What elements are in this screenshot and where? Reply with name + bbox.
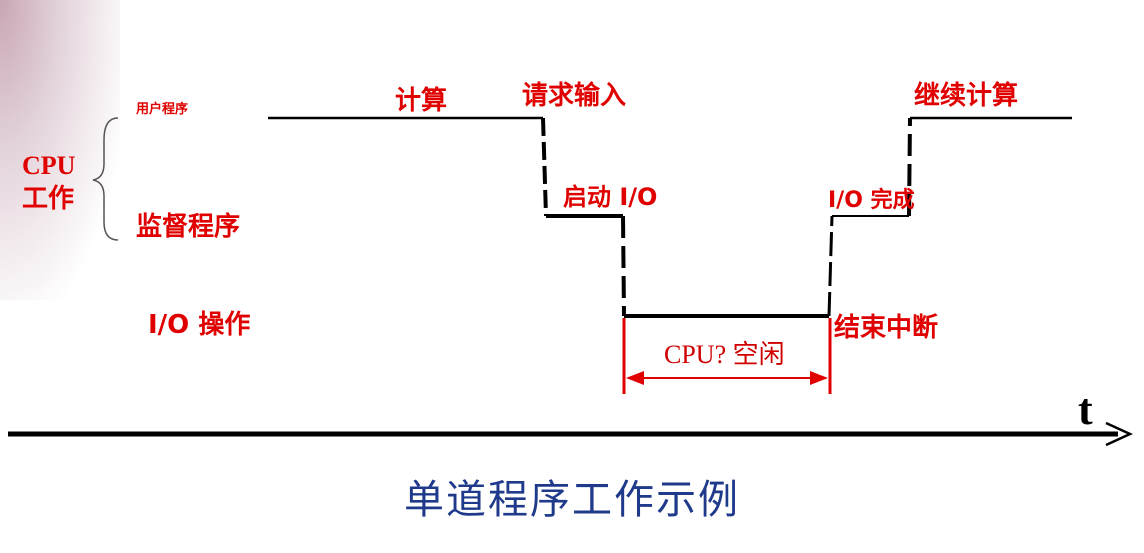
idle-arrow-head-left xyxy=(626,371,644,385)
label-cpu: CPU xyxy=(22,151,76,180)
label-supervisor-program: 监督程序 xyxy=(136,212,241,242)
label-io-operation: I/O 操作 xyxy=(148,310,251,340)
idle-arrow-head-right xyxy=(810,371,828,385)
label-request-input: 请求输入 xyxy=(522,81,627,111)
time-axis-arrowhead xyxy=(1105,421,1134,447)
label-io-complete: I/O 完成 xyxy=(828,188,915,213)
label-work: 工作 xyxy=(22,184,75,214)
state-line-rise-2 xyxy=(907,117,912,217)
label-continue-compute: 继续计算 xyxy=(914,81,1019,111)
cpu-brace xyxy=(92,117,119,241)
time-axis-label: t xyxy=(1078,385,1093,434)
label-end-interrupt: 结束中断 xyxy=(834,313,939,343)
state-line-drop-2 xyxy=(621,215,626,317)
label-user-program: 用户程序 xyxy=(136,102,189,117)
label-compute: 计算 xyxy=(395,86,448,116)
label-start-io: 启动 I/O xyxy=(563,183,658,211)
state-line-rise-1 xyxy=(827,215,834,317)
state-line-drop-1 xyxy=(541,117,548,217)
decorative-corner xyxy=(0,0,120,300)
label-cpu-idle: CPU? 空闲 xyxy=(660,342,789,368)
diagram-caption: 单道程序工作示例 xyxy=(404,477,740,523)
